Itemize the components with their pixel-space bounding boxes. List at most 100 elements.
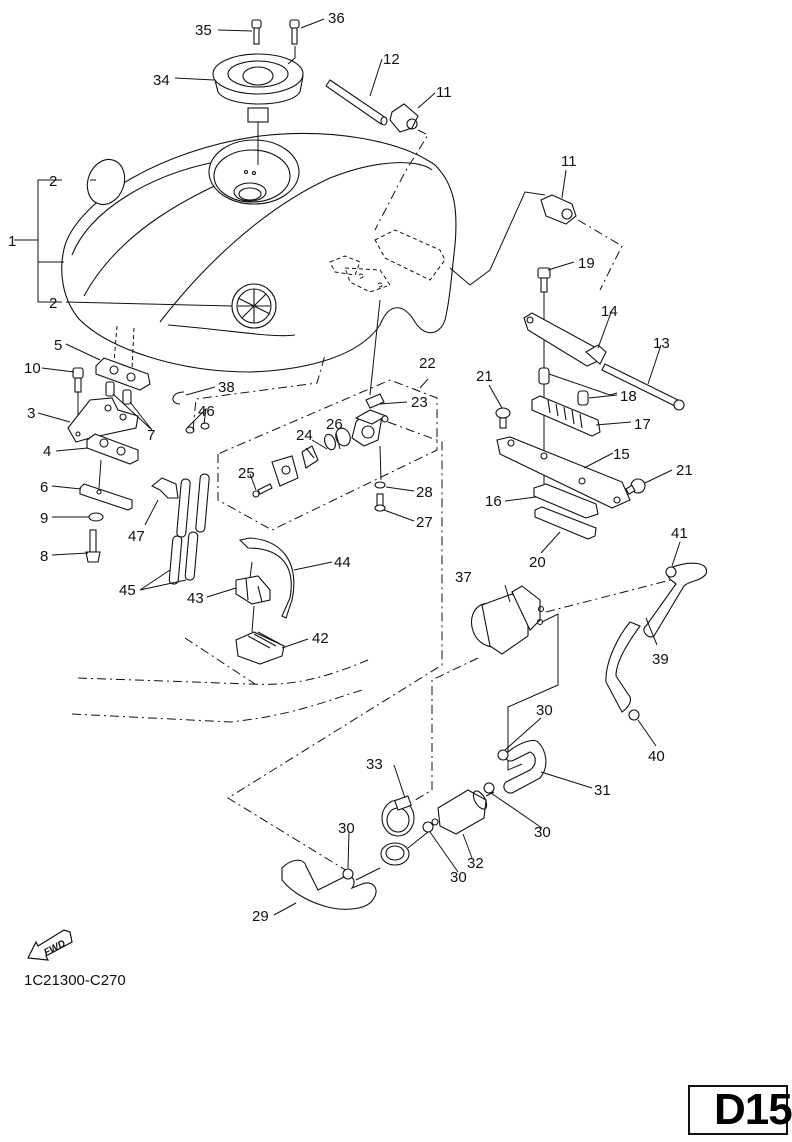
callout-9: 9 xyxy=(40,510,48,527)
plate-6[interactable] xyxy=(79,483,133,511)
bolt-19[interactable] xyxy=(537,267,551,293)
callout-leaders xyxy=(14,18,681,916)
clip-40[interactable] xyxy=(628,709,640,721)
callout-41: 41 xyxy=(671,525,688,542)
washer-28[interactable] xyxy=(374,481,386,489)
damper-rubber-17[interactable] xyxy=(531,395,601,437)
callout-2-upper: 2 xyxy=(49,173,57,190)
callout-44: 44 xyxy=(334,554,351,571)
callout-15: 15 xyxy=(613,446,630,463)
plate-20[interactable] xyxy=(534,506,597,540)
bolt-27[interactable] xyxy=(374,493,386,512)
bolt-8[interactable] xyxy=(85,529,101,563)
callout-29: 29 xyxy=(252,908,269,925)
callout-11-right: 11 xyxy=(561,153,577,170)
damper-42[interactable] xyxy=(235,631,285,665)
damper-43[interactable] xyxy=(235,575,271,605)
frame-outline-lower xyxy=(71,689,363,723)
cap-bolt-36[interactable] xyxy=(289,19,300,45)
cushion-4[interactable] xyxy=(86,433,139,465)
emblem-decal-upper[interactable] xyxy=(81,154,131,210)
lever-23[interactable] xyxy=(365,393,385,409)
callout-3: 3 xyxy=(27,405,35,422)
bolt-21-right[interactable] xyxy=(625,478,646,495)
hose-29[interactable] xyxy=(281,859,377,910)
hose-31[interactable] xyxy=(503,739,547,794)
callout-16: 16 xyxy=(485,493,502,510)
callout-22: 22 xyxy=(419,355,436,372)
hose-39[interactable] xyxy=(643,562,707,638)
hoses-45[interactable] xyxy=(168,473,210,585)
hose-39-lower[interactable] xyxy=(605,621,641,713)
plate-16[interactable] xyxy=(533,483,599,519)
emblem-decal-lower[interactable] xyxy=(231,283,277,329)
cover-plate[interactable] xyxy=(271,455,299,487)
callout-30-filter: 30 xyxy=(450,869,467,886)
collar-18a[interactable] xyxy=(538,367,550,385)
filter-holder-33[interactable] xyxy=(380,795,415,866)
callout-37: 37 xyxy=(455,569,472,586)
bracket-15[interactable] xyxy=(496,436,631,509)
callout-42: 42 xyxy=(312,630,329,647)
clip-46a[interactable] xyxy=(185,426,195,434)
fuel-cock-body-22[interactable] xyxy=(351,409,389,447)
callout-45: 45 xyxy=(119,582,136,599)
callout-27: 27 xyxy=(416,514,433,531)
fuel-tank[interactable] xyxy=(61,132,457,373)
callout-33: 33 xyxy=(366,756,383,773)
gasket-26[interactable] xyxy=(333,426,352,448)
callout-20: 20 xyxy=(529,554,546,571)
fuel-pump-37[interactable] xyxy=(466,585,545,655)
bracket-14[interactable] xyxy=(523,312,607,367)
callout-39: 39 xyxy=(652,651,669,668)
callout-47: 47 xyxy=(128,528,145,545)
page-badge-label: D15 xyxy=(714,1085,792,1134)
damper-11-right[interactable] xyxy=(540,194,577,225)
callout-12: 12 xyxy=(383,51,400,68)
callout-43: 43 xyxy=(187,590,204,607)
damper-11-upper[interactable] xyxy=(389,103,419,133)
callout-30-upper: 30 xyxy=(536,702,553,719)
clip-30-upper[interactable] xyxy=(497,749,509,761)
callout-labels: 35 36 34 12 11 11 19 14 13 18 17 21 15 2… xyxy=(8,10,693,925)
callout-21-right: 21 xyxy=(676,462,693,479)
screw-25[interactable] xyxy=(252,483,273,498)
clip-30-right[interactable] xyxy=(483,782,495,794)
breather-hose-12[interactable] xyxy=(325,79,388,126)
bracket-3[interactable] xyxy=(67,397,139,443)
callout-19: 19 xyxy=(578,255,595,272)
clip-30-filter[interactable] xyxy=(422,821,434,833)
collar-18b[interactable] xyxy=(577,390,589,406)
filter-screen[interactable] xyxy=(301,445,319,469)
tank-rear-mount-hidden xyxy=(329,229,446,293)
cushion-5[interactable] xyxy=(95,357,151,391)
callout-21-left: 21 xyxy=(476,368,493,385)
clip-30-lower[interactable] xyxy=(342,868,354,880)
callout-4: 4 xyxy=(43,443,51,460)
fuel-cock-group-outline xyxy=(217,379,438,531)
washer-9[interactable] xyxy=(88,512,104,522)
bolt-10[interactable] xyxy=(72,367,84,393)
callout-5: 5 xyxy=(54,337,62,354)
collar-7a[interactable] xyxy=(105,381,115,397)
clamp-47[interactable] xyxy=(150,477,179,499)
o-ring-24[interactable] xyxy=(323,433,338,451)
clip-46b[interactable] xyxy=(200,422,210,430)
callout-35: 35 xyxy=(195,22,212,39)
fuel-cap[interactable] xyxy=(212,53,304,123)
pipe-44[interactable] xyxy=(238,537,295,619)
callout-26: 26 xyxy=(326,416,343,433)
callout-7: 7 xyxy=(147,427,155,444)
callout-38: 38 xyxy=(218,379,235,396)
cap-bolt-35[interactable] xyxy=(251,19,262,45)
collar-7b[interactable] xyxy=(122,389,132,405)
clip-38[interactable] xyxy=(172,391,185,405)
callout-10: 10 xyxy=(24,360,41,377)
callout-1: 1 xyxy=(8,233,16,250)
bolt-21-left[interactable] xyxy=(495,407,511,429)
fuel-filter-32[interactable] xyxy=(431,789,495,835)
callout-18: 18 xyxy=(620,388,637,405)
clip-41[interactable] xyxy=(665,566,677,578)
bolt-13[interactable] xyxy=(601,363,685,411)
